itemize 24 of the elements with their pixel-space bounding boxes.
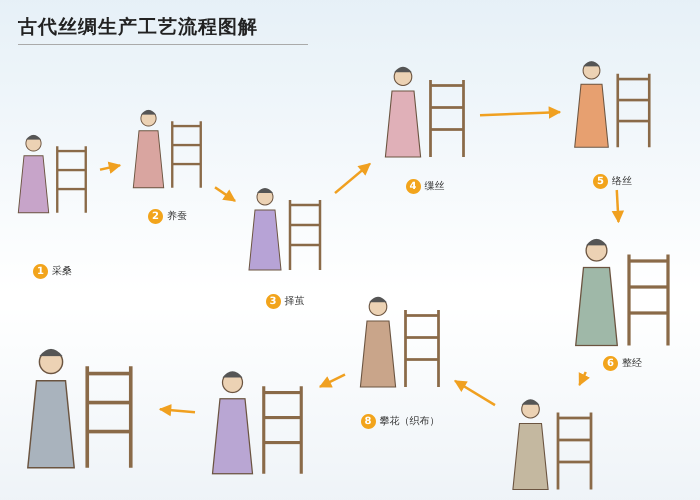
step-number: 2 xyxy=(148,208,163,224)
arrow xyxy=(318,373,346,388)
step-number: 4 xyxy=(406,178,420,194)
step-label: 择茧 xyxy=(284,294,304,308)
diagram-title: 古代丝绸生产工艺流程图解 xyxy=(18,15,258,40)
step-number: 8 xyxy=(360,414,376,428)
arrow xyxy=(100,162,122,174)
arrow xyxy=(214,186,236,202)
step-label: 采桑 xyxy=(52,264,72,278)
step-number: 6 xyxy=(603,356,618,370)
arrow xyxy=(480,106,562,119)
step-number: 5 xyxy=(593,174,608,188)
step-number: 1 xyxy=(33,264,48,278)
step-label: 缫丝 xyxy=(424,180,444,193)
step-label: 攀花（织布） xyxy=(380,414,440,428)
arrow xyxy=(158,404,196,416)
step-number: 3 xyxy=(266,294,280,308)
arrow xyxy=(578,371,590,386)
arrow xyxy=(612,190,624,224)
arrow xyxy=(334,162,371,194)
arrow xyxy=(454,380,496,406)
step-label: 络丝 xyxy=(612,174,632,188)
step-label: 养蚕 xyxy=(167,210,187,223)
step-label: 整经 xyxy=(622,357,642,370)
